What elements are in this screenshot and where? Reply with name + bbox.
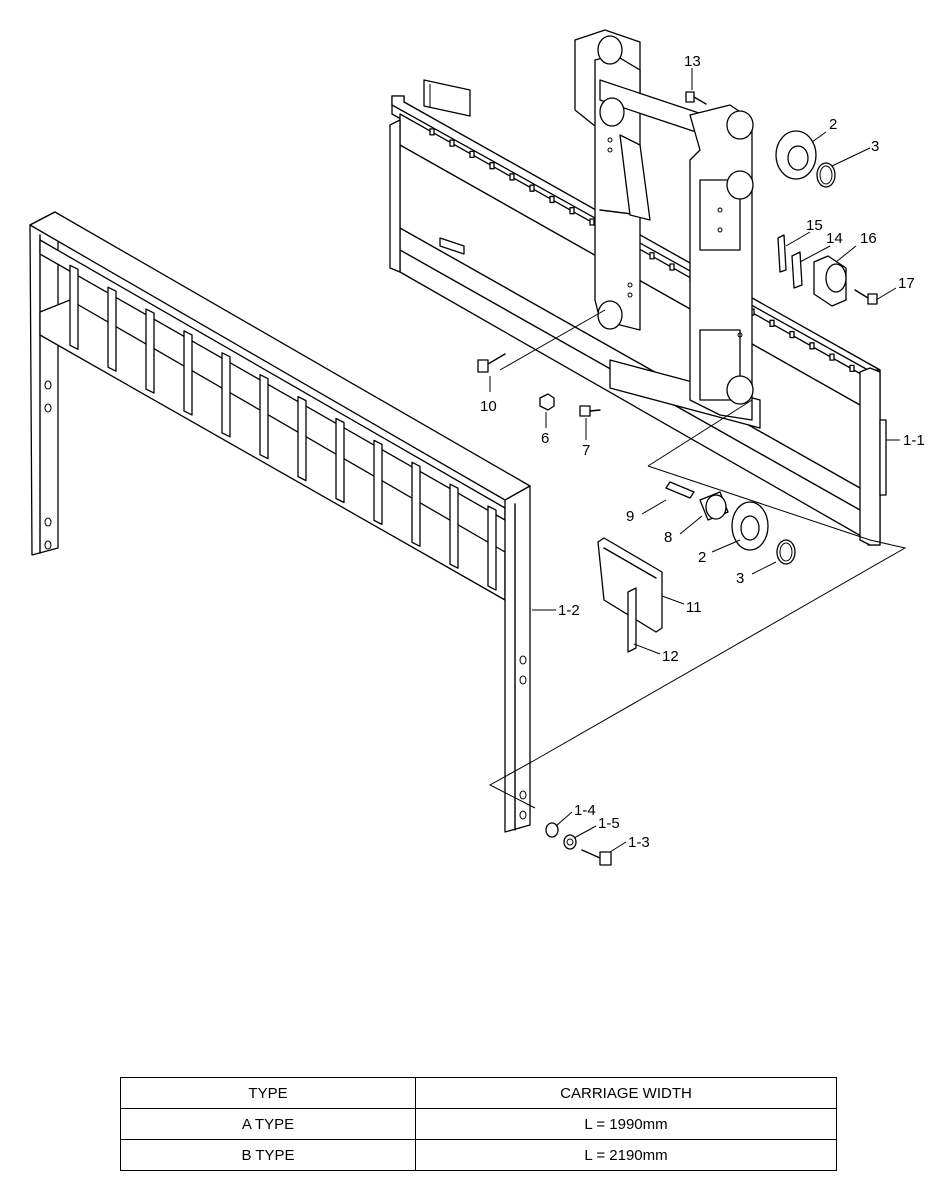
part-washer-1-4 [545, 822, 559, 838]
part-cover-11 [597, 537, 663, 633]
backrest-slat [145, 308, 155, 394]
callout-12: 12 [662, 648, 679, 665]
part-nut-6 [539, 393, 555, 411]
callout-1-1: 1-1 [903, 432, 925, 449]
callout-2-lower: 2 [698, 549, 706, 566]
callout-8: 8 [664, 529, 672, 546]
carriage-notch [589, 218, 595, 226]
callout-17: 17 [898, 275, 915, 292]
callout-14: 14 [826, 230, 843, 247]
part-bearing-2-upper [775, 130, 817, 180]
backrest-slat [221, 352, 231, 438]
callout-9: 9 [626, 508, 634, 525]
callout-10: 10 [480, 398, 497, 415]
upright-channel [574, 29, 754, 421]
table-cell-type: A TYPE [120, 1108, 416, 1140]
backrest-slat [449, 483, 459, 569]
callout-1-2: 1-2 [558, 602, 580, 619]
part-shim-15 [777, 234, 787, 273]
backrest-slat [259, 374, 269, 460]
callout-3-upper: 3 [871, 138, 879, 155]
carriage-notch [829, 353, 835, 361]
table-cell-width: L = 2190mm [415, 1139, 837, 1171]
backrest-slat [183, 330, 193, 416]
part-shaft-8 [699, 491, 729, 521]
table-cell-type: B TYPE [120, 1139, 416, 1171]
carriage-notch [529, 184, 535, 192]
table-header-type: TYPE [120, 1077, 416, 1109]
callout-1-5: 1-5 [598, 815, 620, 832]
callout-11: 11 [686, 599, 702, 616]
carriage-notch [809, 342, 815, 350]
carriage-notch [489, 162, 495, 170]
leader-lines [489, 68, 900, 853]
part-washer-1-5 [563, 834, 577, 850]
part-snap-ring-3-lower [776, 539, 796, 565]
backrest-slat [487, 505, 497, 591]
callout-7: 7 [582, 442, 590, 459]
callout-1-4: 1-4 [574, 802, 596, 819]
table-row: A TYPE L = 1990mm [120, 1108, 837, 1140]
backrest-slat [335, 417, 345, 504]
table-header-carriage-width: CARRIAGE WIDTH [415, 1077, 837, 1109]
carriage-notch [789, 330, 795, 339]
callout-6: 6 [541, 430, 549, 447]
carriage-notch [549, 195, 555, 204]
exploded-parts-diagram: 13 2 3 15 14 16 17 10 6 7 1-1 9 8 2 3 11… [29, 29, 925, 866]
assembly-guide-lines [488, 309, 907, 809]
part-shim-14 [791, 251, 803, 289]
carriage-notch [449, 139, 455, 147]
part-grease-fitting-7 [579, 405, 601, 417]
part-bolt-10 [477, 353, 506, 373]
carriage-notch [509, 173, 515, 181]
carriage-notch [569, 207, 575, 215]
backrest-slat [69, 264, 79, 350]
carriage-notch [649, 252, 655, 260]
backrest-slat [107, 286, 117, 372]
part-side-roller-16 [813, 255, 847, 307]
load-backrest [29, 211, 531, 833]
backrest-slat [297, 395, 307, 482]
callout-16: 16 [860, 230, 877, 247]
part-snap-ring-3-upper [816, 162, 836, 188]
table-header-row: TYPE CARRIAGE WIDTH [120, 1077, 837, 1109]
part-pin-9 [665, 481, 695, 499]
carriage-notch [769, 319, 775, 327]
table-cell-width: L = 1990mm [415, 1108, 837, 1140]
backrest-slat [411, 461, 421, 547]
part-plate-12 [627, 587, 637, 653]
carriage-notch [669, 263, 675, 271]
backrest-slat [373, 439, 383, 526]
carriage-notch [429, 128, 435, 136]
carriage-width-table: TYPE CARRIAGE WIDTH A TYPE L = 1990mm B … [120, 1077, 837, 1171]
part-bolt-17 [854, 289, 878, 305]
part-bearing-2-lower [731, 501, 769, 551]
callout-15: 15 [806, 217, 823, 234]
carriage-notch [469, 150, 475, 159]
carriage-notch [849, 364, 855, 373]
callout-labels: 13 2 3 15 14 16 17 10 6 7 1-1 9 8 2 3 11… [480, 53, 925, 851]
callout-3-lower: 3 [736, 570, 744, 587]
callout-2-upper: 2 [829, 116, 837, 133]
part-bolt-1-3 [581, 849, 612, 866]
callout-13: 13 [684, 53, 701, 70]
part-bolt-13 [685, 91, 707, 105]
table-row: B TYPE L = 2190mm [120, 1139, 837, 1171]
callout-1-3: 1-3 [628, 834, 650, 851]
